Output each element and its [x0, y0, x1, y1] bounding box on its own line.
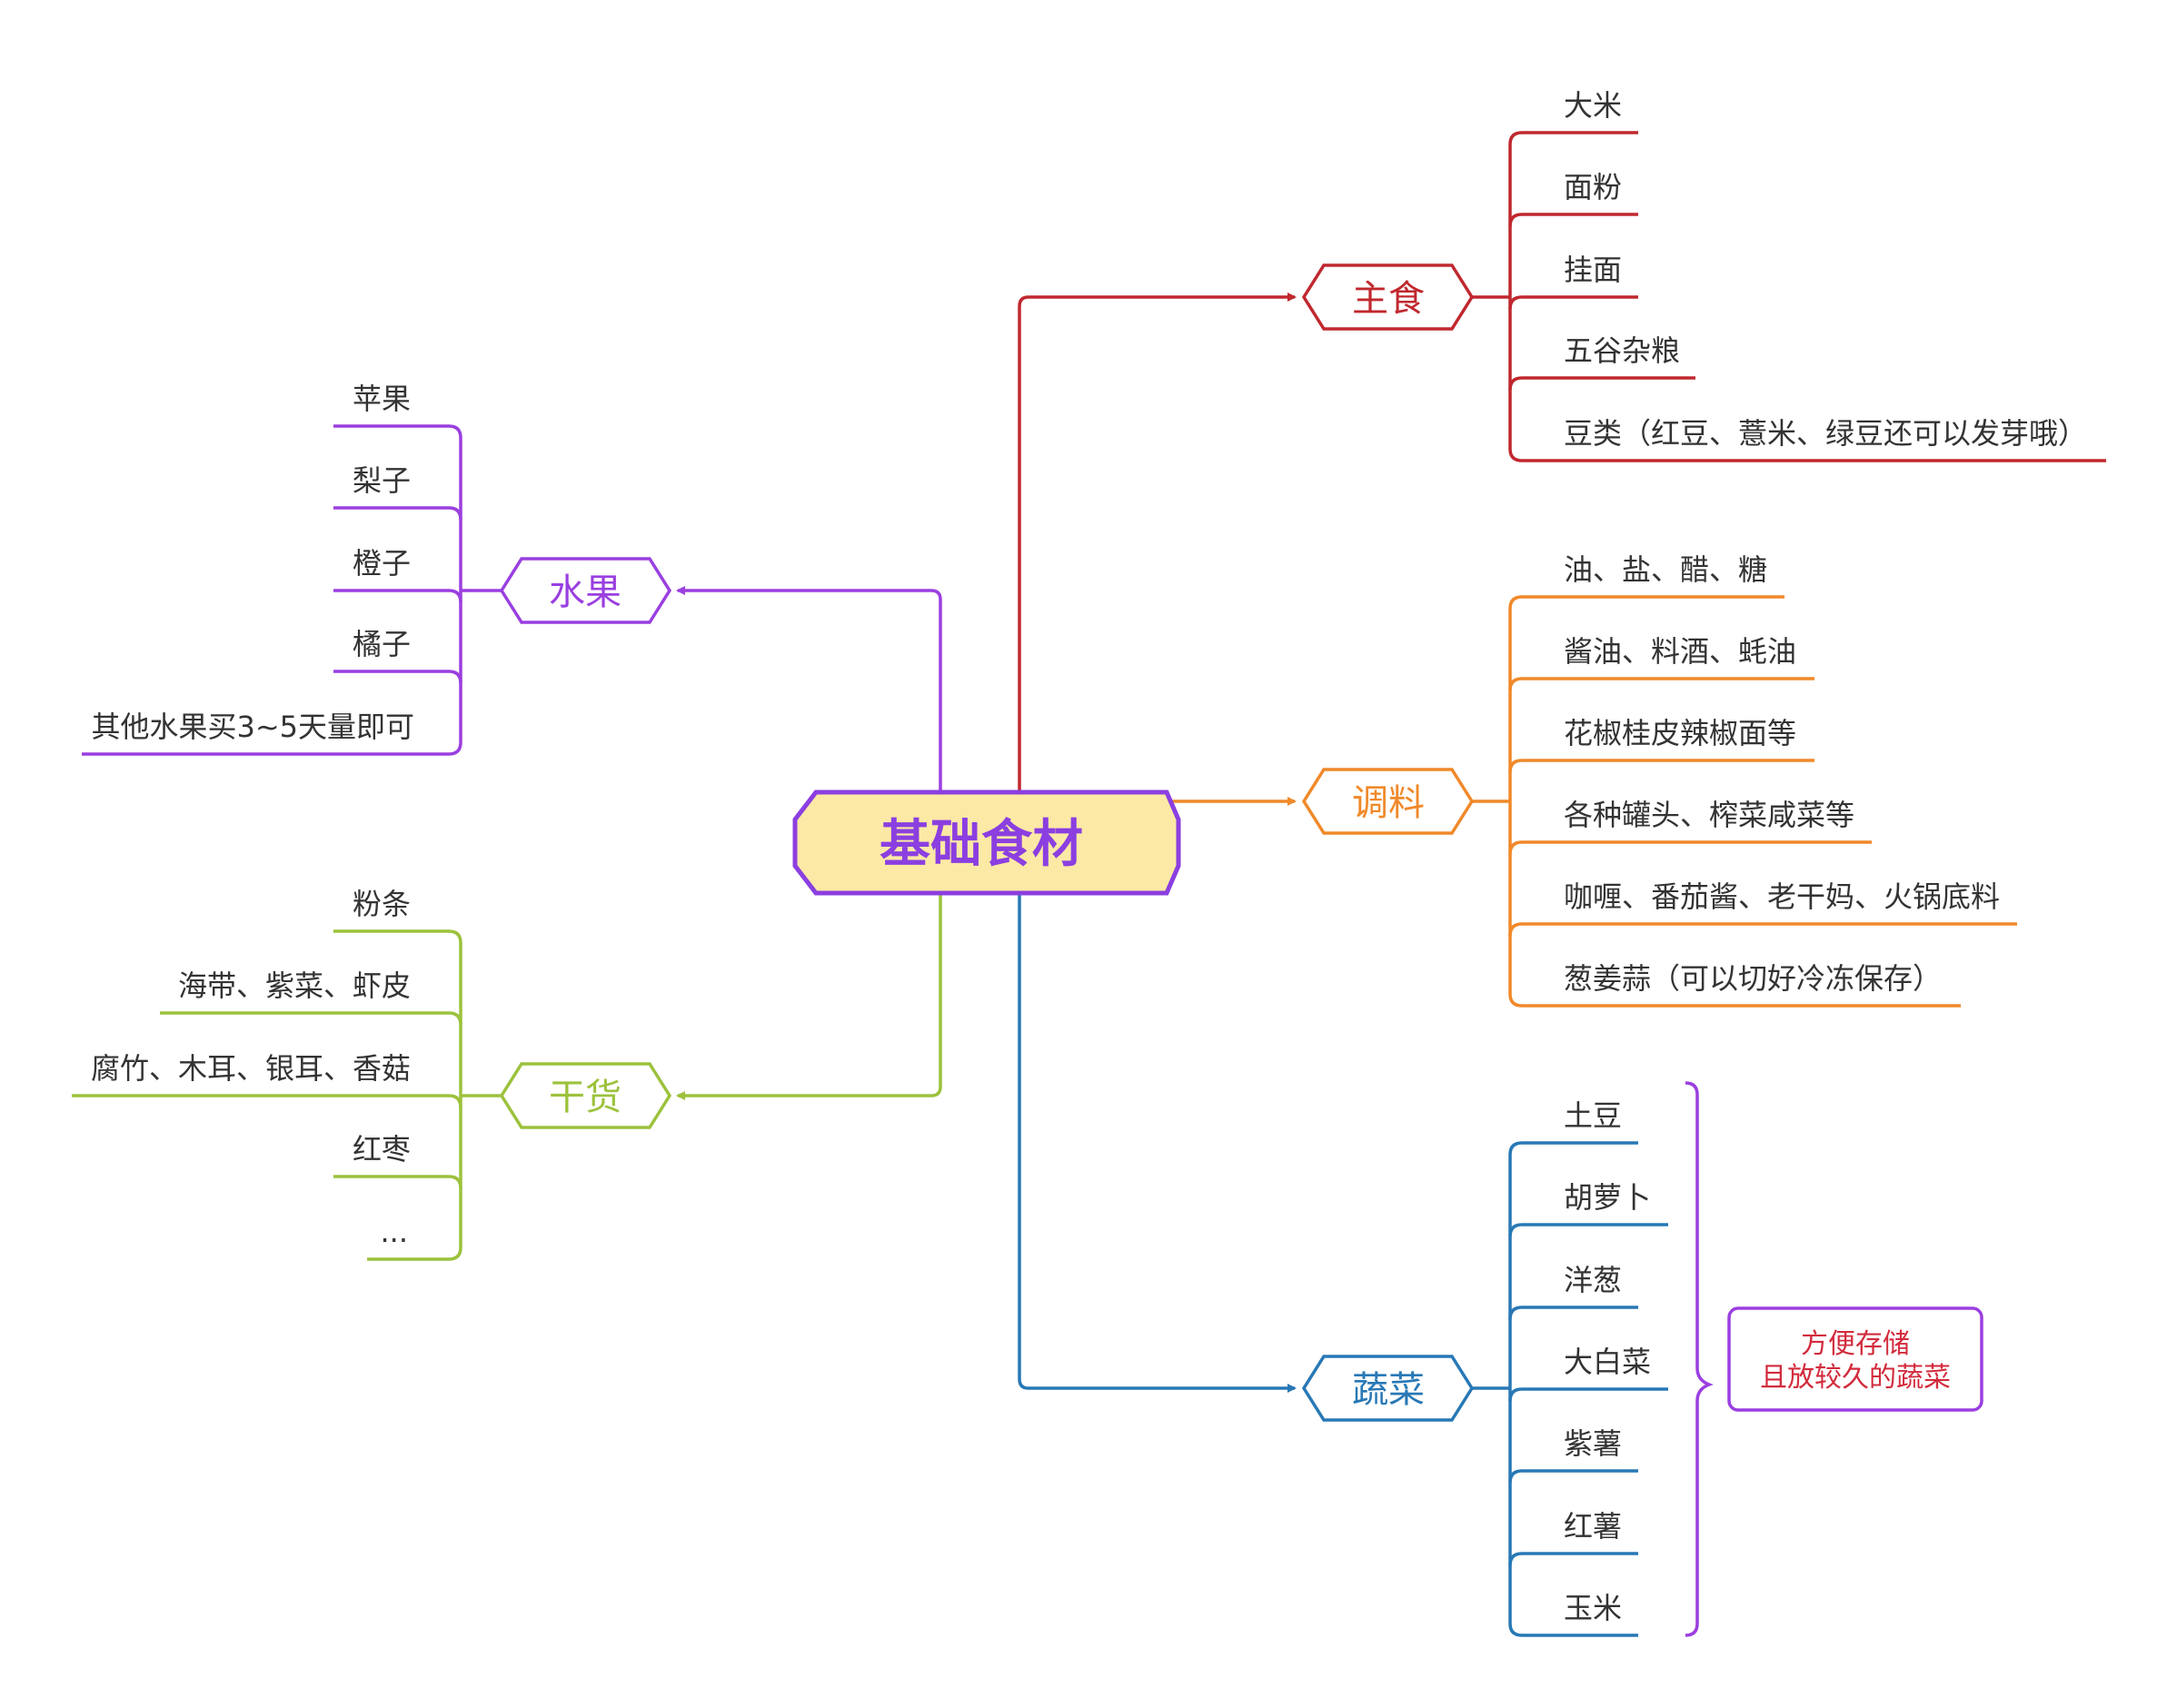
branch-dried-label: 干货	[549, 1077, 621, 1118]
dried-underline-4	[333, 1175, 462, 1189]
seasoning-item-1: 油、盐、醋、糖	[1564, 552, 1767, 587]
branch-dried[interactable]: 干货	[499, 1062, 672, 1129]
branch-staple-label: 主食	[1352, 278, 1425, 320]
seasoning-underline-3	[1508, 759, 1814, 773]
seasoning-bracket	[1508, 595, 1961, 1008]
branch-seasoning-label: 调料	[1352, 782, 1425, 824]
vegetables-item-3: 洋葱	[1564, 1263, 1622, 1297]
center-node-shape	[792, 789, 1181, 896]
vegetables-item-7: 玉米	[1564, 1591, 1622, 1625]
fruit-bracket	[82, 424, 462, 756]
vegetables-note-line-2: 且放较久的蔬菜	[1760, 1362, 1951, 1394]
staple-bracket	[1508, 131, 2106, 462]
vegetables-item-6: 红薯	[1564, 1509, 1622, 1544]
staple-item-3: 挂面	[1564, 253, 1622, 287]
fruit-item-2: 梨子	[353, 463, 411, 498]
branch-vegetables-shape	[1301, 1355, 1475, 1422]
fruit-underline-4	[333, 670, 462, 684]
vegetables-note-line-1: 方便存储	[1801, 1328, 1910, 1360]
center-node[interactable]: 基础食材	[792, 789, 1181, 896]
staple-underline-4	[1508, 376, 1695, 391]
vegetables-note[interactable]: 方便存储 且放较久的蔬菜	[1727, 1306, 1983, 1412]
vegetables-item-5: 紫薯	[1564, 1426, 1622, 1461]
fruit-item-3: 橙子	[353, 546, 411, 581]
vegetables-underline-3	[1508, 1306, 1638, 1320]
vegetables-underline-4	[1508, 1387, 1668, 1402]
branch-vegetables[interactable]: 蔬菜	[1301, 1355, 1475, 1422]
seasoning-underline-4	[1508, 840, 1872, 855]
fruit-item-5: 其他水果买3~5天量即可	[91, 710, 414, 744]
fruit-underline-2	[333, 506, 462, 521]
vegetables-underline-2	[1508, 1223, 1668, 1237]
connector-staple	[1018, 293, 1297, 799]
seasoning-item-6: 葱姜蒜（可以切好冷冻保存）	[1564, 961, 1942, 996]
vegetables-item-4: 大白菜	[1564, 1345, 1651, 1379]
seasoning-underline-2	[1508, 677, 1814, 691]
branch-fruit[interactable]: 水果	[499, 557, 672, 624]
dried-item-1: 粉条	[353, 887, 411, 921]
dried-item-5: ...	[380, 1215, 408, 1249]
center-node-label: 基础食材	[880, 815, 1083, 874]
vegetables-underline-5	[1508, 1469, 1638, 1484]
vegetables-bracket	[1508, 1141, 1638, 1637]
dried-underline-3	[72, 1094, 462, 1108]
staple-underline-3	[1508, 295, 1638, 310]
seasoning-item-3: 花椒桂皮辣椒面等	[1564, 716, 1796, 750]
connector-dried	[676, 895, 942, 1100]
vegetables-underline-6	[1508, 1552, 1638, 1566]
staple-item-4: 五谷杂粮	[1564, 333, 1680, 368]
branch-staple[interactable]: 主食	[1301, 263, 1475, 331]
staple-underline-2	[1508, 213, 1638, 227]
fruit-item-1: 苹果	[353, 382, 411, 416]
vegetables-item-1: 土豆	[1564, 1098, 1622, 1133]
connector-vegetables	[1018, 895, 1297, 1393]
dried-item-3: 腐竹、木耳、银耳、香菇	[91, 1051, 411, 1086]
seasoning-item-4: 各种罐头、榨菜咸菜等	[1564, 798, 1854, 832]
dried-item-4: 红枣	[353, 1132, 411, 1167]
branch-fruit-label: 水果	[549, 571, 621, 613]
vegetables-note-box	[1727, 1306, 1983, 1412]
seasoning-item-5: 咖喱、番茄酱、老干妈、火锅底料	[1564, 879, 2000, 914]
dried-item-2: 海带、紫菜、虾皮	[178, 968, 411, 1003]
branch-seasoning[interactable]: 调料	[1301, 768, 1475, 835]
seasoning-underline-5	[1508, 922, 2017, 937]
vegetables-summary-brace	[1685, 1081, 1714, 1637]
staple-item-1: 大米	[1564, 88, 1622, 123]
dried-underline-2	[160, 1011, 462, 1026]
branch-vegetables-label: 蔬菜	[1352, 1369, 1425, 1411]
vegetables-item-2: 胡萝卜	[1564, 1180, 1651, 1215]
branch-staple-shape	[1301, 263, 1475, 331]
staple-item-5: 豆类（红豆、薏米、绿豆还可以发芽哦）	[1564, 416, 2087, 451]
fruit-underline-3	[333, 589, 462, 603]
seasoning-item-2: 酱油、料酒、蚝油	[1564, 634, 1796, 669]
dried-bracket	[333, 929, 462, 1261]
staple-item-2: 面粉	[1564, 170, 1622, 204]
connector-fruit	[676, 586, 942, 792]
branch-seasoning-shape	[1301, 768, 1475, 835]
fruit-item-4: 橘子	[353, 627, 411, 661]
